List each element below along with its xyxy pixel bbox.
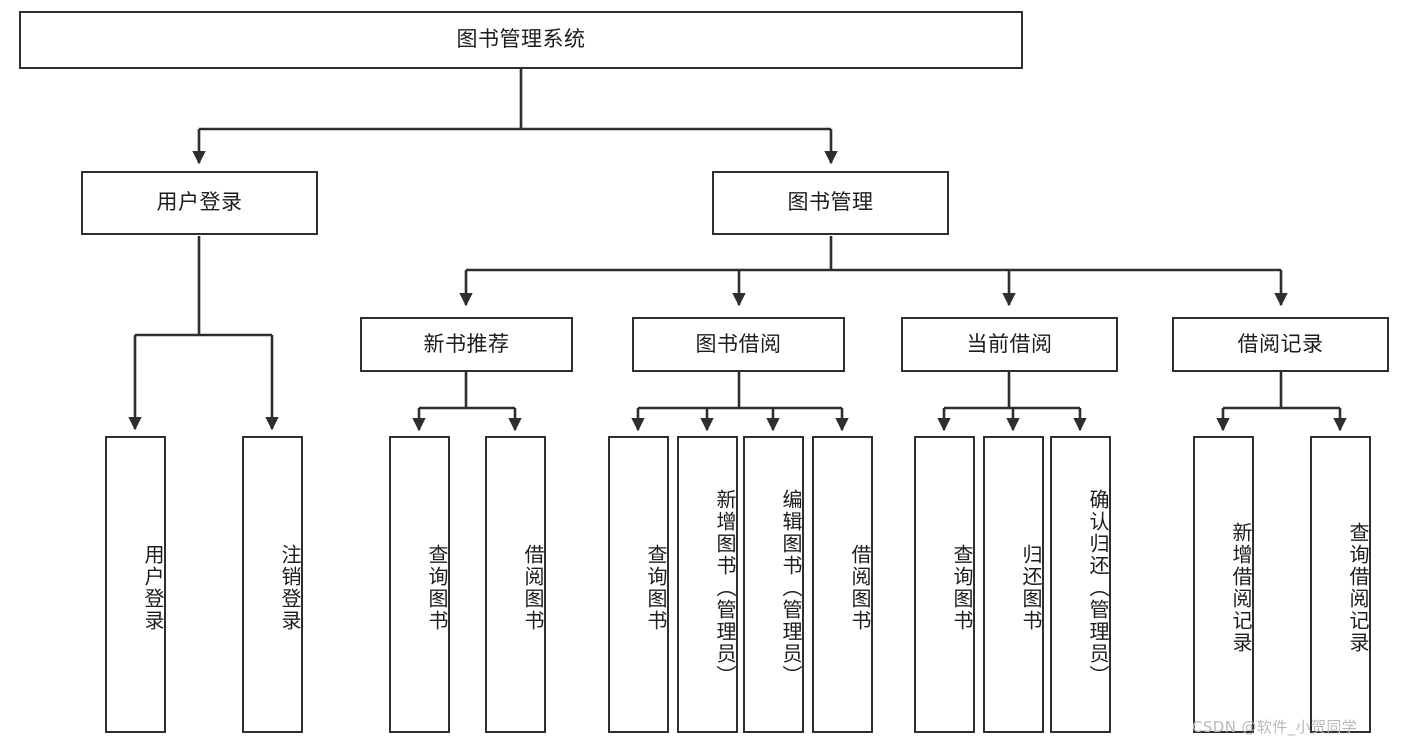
- node-root-label: 图书管理系统: [456, 27, 586, 52]
- node-current-borrow-label: 当前借阅: [966, 331, 1053, 356]
- leaf-label: 新增图书（管理员）: [713, 488, 737, 687]
- node-book-borrow[interactable]: 图书借阅: [632, 317, 845, 372]
- node-user-login-label: 用户登录: [156, 190, 243, 215]
- leaf-label: 确认归还（管理员）: [1086, 488, 1110, 687]
- leaf-label: 查询图书: [425, 543, 449, 632]
- node-book-management-label: 图书管理: [787, 190, 874, 215]
- leaf-new-book-borrow[interactable]: 借阅图书: [485, 436, 546, 733]
- node-new-book-recommend-label: 新书推荐: [423, 331, 510, 356]
- leaf-borrow-record-add[interactable]: 新增借阅记录: [1193, 436, 1254, 733]
- leaf-label: 借阅图书: [521, 543, 545, 632]
- leaf-label: 借阅图书: [848, 543, 872, 632]
- node-borrow-record-label: 借阅记录: [1237, 331, 1324, 356]
- leaf-user-login-signout[interactable]: 注销登录: [242, 436, 303, 733]
- node-current-borrow[interactable]: 当前借阅: [901, 317, 1118, 372]
- leaf-book-borrow-query[interactable]: 查询图书: [608, 436, 669, 733]
- leaf-label: 编辑图书（管理员）: [779, 488, 803, 687]
- leaf-current-borrow-return[interactable]: 归还图书: [983, 436, 1044, 733]
- leaf-label: 用户登录: [141, 543, 165, 632]
- node-root[interactable]: 图书管理系统: [19, 11, 1023, 69]
- leaf-new-book-query[interactable]: 查询图书: [389, 436, 450, 733]
- leaf-book-borrow-edit[interactable]: 编辑图书（管理员）: [743, 436, 804, 733]
- leaf-label: 查询图书: [950, 543, 974, 632]
- leaf-label: 注销登录: [278, 543, 302, 632]
- node-user-login[interactable]: 用户登录: [81, 171, 318, 235]
- node-book-management[interactable]: 图书管理: [712, 171, 949, 235]
- leaf-current-borrow-confirm[interactable]: 确认归还（管理员）: [1050, 436, 1111, 733]
- leaf-label: 查询图书: [644, 543, 668, 632]
- leaf-label: 查询借阅记录: [1346, 521, 1370, 654]
- node-new-book-recommend[interactable]: 新书推荐: [360, 317, 573, 372]
- leaf-book-borrow-lend[interactable]: 借阅图书: [812, 436, 873, 733]
- node-book-borrow-label: 图书借阅: [695, 331, 782, 356]
- leaf-label: 归还图书: [1019, 543, 1043, 632]
- node-borrow-record[interactable]: 借阅记录: [1172, 317, 1389, 372]
- leaf-current-borrow-query[interactable]: 查询图书: [914, 436, 975, 733]
- leaf-borrow-record-query[interactable]: 查询借阅记录: [1310, 436, 1371, 733]
- leaf-book-borrow-add[interactable]: 新增图书（管理员）: [677, 436, 738, 733]
- leaf-user-login-signin[interactable]: 用户登录: [105, 436, 166, 733]
- csdn-watermark: CSDN @软件_小贺同学: [1192, 718, 1358, 736]
- leaf-label: 新增借阅记录: [1229, 521, 1253, 654]
